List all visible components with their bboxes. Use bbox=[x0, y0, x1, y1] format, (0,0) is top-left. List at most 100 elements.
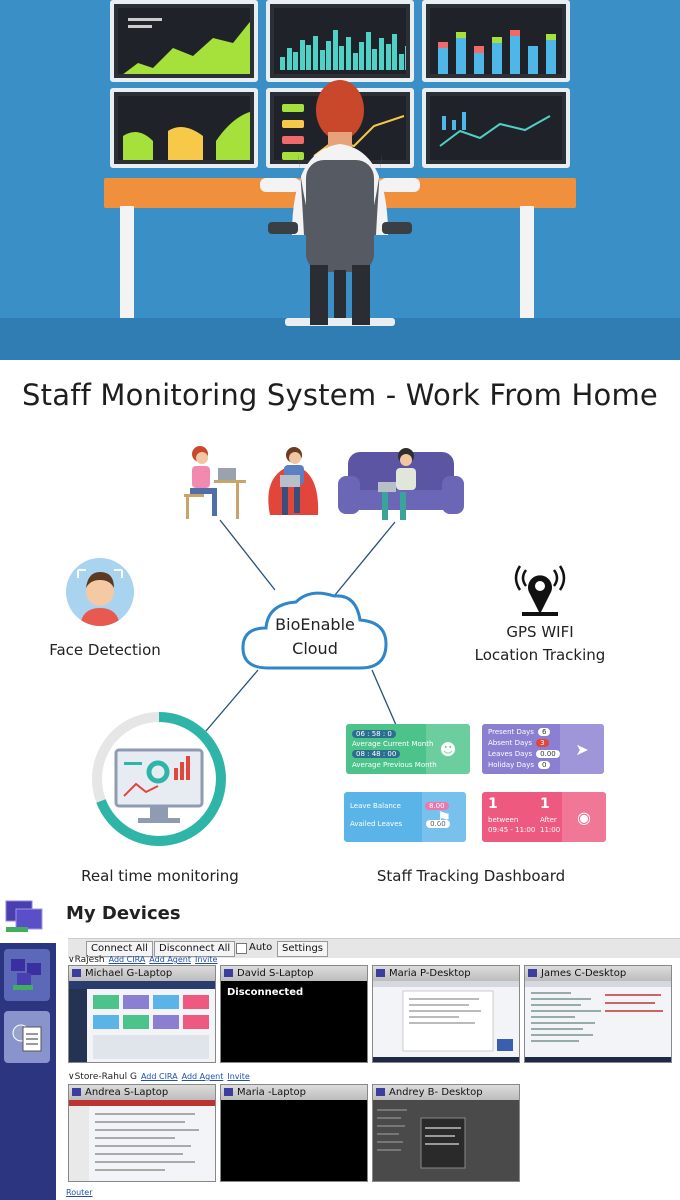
device-tile[interactable]: Maria P-Desktop bbox=[372, 965, 520, 1063]
device-name: James C-Desktop bbox=[541, 968, 627, 979]
yellow-area-graphic bbox=[123, 111, 250, 160]
device-tile[interactable]: Michael G-Laptop bbox=[68, 965, 216, 1063]
device-name: Andrea S-Laptop bbox=[85, 1087, 169, 1098]
chevron-down-icon[interactable]: ∨ bbox=[68, 955, 75, 965]
device-screen-preview bbox=[221, 1100, 367, 1181]
invite-link[interactable]: Invite bbox=[227, 1072, 250, 1081]
gps-wifi-icon bbox=[514, 565, 566, 616]
users-icon: ☻ bbox=[426, 724, 470, 774]
invite-link[interactable]: Invite bbox=[195, 955, 218, 964]
decorative-bar bbox=[313, 35, 318, 70]
leave-balance-value: 8.00 bbox=[424, 802, 449, 810]
face-detection-label: Face Detection bbox=[49, 641, 161, 659]
gps-label-line2: Location Tracking bbox=[474, 646, 606, 664]
decorative-bar bbox=[280, 56, 285, 70]
device-tile[interactable]: Andrea S-Laptop bbox=[68, 1084, 216, 1182]
decorative-bar bbox=[398, 54, 404, 70]
clipboard-gear-icon bbox=[12, 1024, 42, 1052]
decorative-bar bbox=[339, 46, 345, 70]
devices-toolbar: Connect All Disconnect All Auto Settings bbox=[68, 938, 680, 958]
add-cira-link[interactable]: Add CIRA bbox=[108, 955, 146, 964]
laptop-icon bbox=[72, 1088, 81, 1096]
time-out-value: 08 : 48 : 00 bbox=[352, 750, 401, 758]
availed-value: 0.00 bbox=[426, 820, 450, 828]
device-screen-preview bbox=[69, 1100, 215, 1181]
devices-nav-icon bbox=[11, 959, 41, 990]
area-chart-graphic bbox=[123, 18, 250, 74]
auto-label: Auto bbox=[249, 942, 273, 953]
device-screen-preview bbox=[373, 981, 519, 1062]
device-tile[interactable]: James C-Desktop bbox=[524, 965, 672, 1063]
decorative-bar bbox=[326, 40, 332, 70]
laptop-icon bbox=[224, 1088, 233, 1096]
auto-checkbox[interactable] bbox=[236, 943, 247, 954]
my-devices-panel: My Devices Connect All Disconnect All Au… bbox=[0, 895, 680, 1200]
add-agent-link[interactable]: Add Agent bbox=[181, 1072, 224, 1081]
absent-label: Absent Days bbox=[488, 739, 533, 747]
cloud-label-line1: BioEnable bbox=[275, 615, 355, 634]
sidebar-devices-button[interactable] bbox=[4, 949, 50, 1001]
decorative-bar bbox=[385, 43, 391, 70]
device-tile[interactable]: Maria -Laptop bbox=[220, 1084, 368, 1182]
add-agent-link[interactable]: Add Agent bbox=[149, 955, 192, 964]
disconnected-status: Disconnected bbox=[227, 987, 304, 998]
worker-beanbag-icon bbox=[268, 447, 319, 515]
monitor-top-center bbox=[266, 0, 414, 82]
desktop-icon bbox=[528, 969, 537, 977]
devices-sidebar bbox=[0, 943, 56, 1200]
after-label: After bbox=[540, 816, 557, 824]
settings-button[interactable]: Settings bbox=[277, 941, 329, 957]
person-at-desk-graphic bbox=[260, 80, 420, 326]
realtime-label: Real time monitoring bbox=[81, 867, 239, 885]
monitor-bottom-left bbox=[110, 88, 258, 168]
sidebar-events-button[interactable] bbox=[4, 1011, 50, 1063]
avg-current-label: Average Current Month bbox=[352, 740, 434, 748]
decorative-bar bbox=[379, 38, 384, 70]
holiday-value: 0 bbox=[538, 761, 551, 769]
device-tile[interactable]: David S-Laptop Disconnected bbox=[220, 965, 368, 1063]
device-tile[interactable]: Andrey B- Desktop bbox=[372, 1084, 520, 1182]
card-late-arrivals: 1 between 09:45 - 11:00 1 After 11:00 ◉ bbox=[482, 792, 606, 842]
add-cira-link[interactable]: Add CIRA bbox=[140, 1072, 178, 1081]
device-screen-preview bbox=[69, 981, 215, 1062]
line-bars-graphic bbox=[439, 112, 551, 147]
stacked-bar-graphic bbox=[438, 30, 556, 74]
connect-all-button[interactable]: Connect All bbox=[86, 941, 153, 957]
after-time: 11:00 bbox=[540, 826, 561, 834]
holiday-label: Holiday Days bbox=[488, 761, 535, 769]
realtime-monitoring-icon bbox=[92, 712, 226, 846]
decorative-bar bbox=[405, 46, 406, 70]
chevron-down-icon[interactable]: ∨ bbox=[68, 1072, 75, 1082]
dashboard-label: Staff Tracking Dashboard bbox=[376, 867, 566, 885]
device-name: Maria P-Desktop bbox=[389, 968, 471, 979]
leave-balance-label: Leave Balance bbox=[350, 802, 401, 810]
laptop-icon bbox=[224, 969, 233, 977]
after-count: 1 bbox=[540, 796, 550, 812]
decorative-bar bbox=[299, 39, 305, 70]
decorative-bar bbox=[359, 42, 365, 70]
between-time: 09:45 - 11:00 bbox=[488, 826, 536, 834]
decorative-bar bbox=[286, 47, 292, 70]
router-link[interactable]: Router bbox=[66, 1188, 93, 1197]
connection-lines bbox=[199, 519, 397, 739]
present-value: 6 bbox=[537, 728, 551, 736]
disconnect-all-button[interactable]: Disconnect All bbox=[154, 941, 236, 957]
avg-previous-label: Average Previous Month bbox=[352, 761, 437, 769]
decorative-bar bbox=[319, 50, 325, 70]
monitor-bottom-right bbox=[422, 88, 570, 168]
group-name: Store-Rahul G bbox=[74, 1072, 137, 1082]
decorative-bar bbox=[293, 51, 299, 70]
send-icon: ➤ bbox=[560, 724, 604, 774]
device-name: Andrey B- Desktop bbox=[389, 1087, 483, 1098]
eye-icon: ◉ bbox=[562, 792, 606, 842]
device-screen-preview: Disconnected bbox=[221, 981, 367, 1062]
between-label: between bbox=[488, 816, 519, 824]
face-detection-icon bbox=[66, 558, 134, 626]
page-title: Staff Monitoring System - Work From Home bbox=[22, 378, 658, 412]
leaves-value: 0.00 bbox=[536, 750, 560, 758]
absent-value: 3 bbox=[536, 739, 549, 747]
